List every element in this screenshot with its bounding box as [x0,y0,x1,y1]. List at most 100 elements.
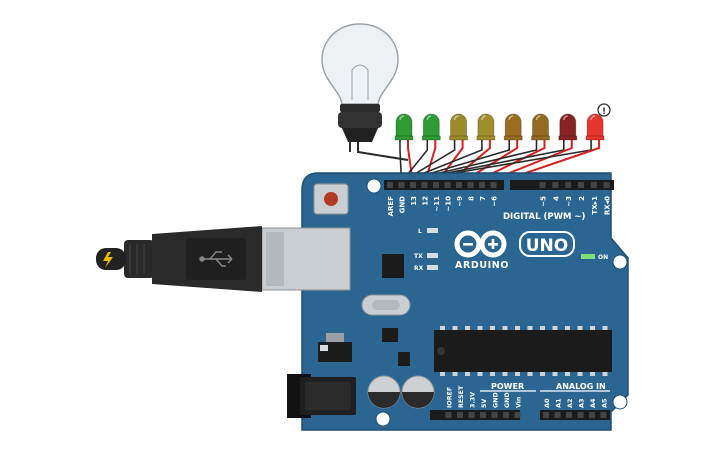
analog-socket[interactable] [566,412,572,418]
transistor [398,352,410,366]
usb-controller-chip [382,254,404,278]
analog-socket[interactable] [589,412,595,418]
ground-wire[interactable] [401,139,565,183]
arduino-brand: ARDUINO [455,260,509,271]
led[interactable] [585,113,605,141]
ground-wire[interactable] [401,139,456,183]
digital-socket[interactable] [603,182,610,188]
ground-wire[interactable] [400,139,429,183]
digital-pin-label: 4 [552,196,560,201]
digital-socket[interactable] [490,182,497,188]
power-socket[interactable] [514,412,521,418]
digital-pin-label: ~10 [445,196,453,212]
led-label-tx: TX [414,253,423,260]
capacitor-1 [367,375,401,409]
signal-wire[interactable] [407,139,414,185]
analog-socket[interactable] [554,412,561,418]
arduino-logo: ARDUINO [454,230,509,271]
digital-pin-label: 8 [468,196,476,201]
light-bulb[interactable] [321,23,409,161]
usb-cable[interactable] [96,226,351,292]
status-leds: L TX RX [414,228,438,272]
power-pin-label: 3.3V [470,392,477,408]
led[interactable] [558,113,578,141]
analog-pin-label: A0 [543,398,551,408]
power-socket[interactable] [480,412,486,418]
digital-socket[interactable] [433,182,439,188]
warning-badge[interactable]: ! [597,103,611,117]
power-socket[interactable] [468,412,475,418]
digital-socket[interactable] [590,182,597,188]
analog-header [540,410,610,420]
digital-pin-label: ~6 [491,196,499,207]
digital-pin-label: AREF [387,196,395,217]
digital-pin-label: TX▸1 [591,196,599,215]
digital-socket[interactable] [421,182,428,188]
ground-wire[interactable] [401,139,483,183]
usb-icon [199,251,233,267]
small-chip [382,328,398,342]
wires [399,139,601,185]
power-title: POWER [491,382,524,391]
digital-pin-label: 12 [422,196,430,206]
digital-pin-label: RX◂0 [604,196,612,215]
power-pin-label: GND [493,392,500,408]
analog-socket[interactable] [577,412,584,418]
ground-wire[interactable] [399,139,403,183]
digital-socket[interactable] [410,182,416,188]
reset-button[interactable] [313,183,349,215]
digital-pin-label: 2 [578,196,586,201]
digital-socket[interactable] [578,182,584,188]
signal-wire[interactable] [470,139,546,185]
signal-wire[interactable] [493,139,601,185]
ground-wire[interactable] [401,139,510,183]
led-row [394,113,605,141]
digital-socket[interactable] [552,182,559,188]
digital-socket[interactable] [479,182,485,188]
analog-pin-label: A3 [578,398,586,408]
dc-power-jack[interactable] [287,374,356,418]
led[interactable] [531,113,550,141]
power-pin-label: GND [504,392,511,408]
analog-pin-label: A5 [601,398,609,408]
signal-wire[interactable] [458,139,519,185]
digital-socket[interactable] [456,182,462,188]
led[interactable] [503,113,523,141]
digital-pin-label: ~3 [565,196,573,207]
uno-label: UNO [526,236,568,256]
atmega-chip [434,326,612,376]
led[interactable] [449,113,469,141]
analog-pin-label: A1 [555,398,563,408]
digital-header [384,180,614,190]
digital-socket[interactable] [467,182,474,188]
power-socket[interactable] [457,412,463,418]
power-pin-label: IOREF [447,387,454,408]
power-socket[interactable] [503,412,509,418]
digital-socket[interactable] [398,182,405,188]
analog-title: ANALOG IN [556,382,606,391]
power-socket[interactable] [445,412,452,418]
signal-wire[interactable] [481,139,573,185]
led[interactable] [394,113,414,141]
digital-socket[interactable] [444,182,451,188]
digital-header-title: DIGITAL (PWM ~) [503,212,585,222]
digital-socket[interactable] [565,182,572,188]
power-socket[interactable] [491,412,498,418]
power-led: ON [581,254,608,261]
digital-socket[interactable] [539,182,546,188]
power-pin-label: RESET [458,385,465,408]
analog-socket[interactable] [600,412,607,418]
led[interactable] [476,113,496,141]
digital-socket[interactable] [387,182,393,188]
analog-socket[interactable] [543,412,549,418]
led-label-rx: RX [414,265,424,272]
led[interactable] [421,113,441,141]
voltage-regulator [318,333,352,362]
ground-wire[interactable] [401,139,538,183]
analog-pin-label: A4 [589,398,597,408]
digital-pin-label: GND [399,196,407,214]
